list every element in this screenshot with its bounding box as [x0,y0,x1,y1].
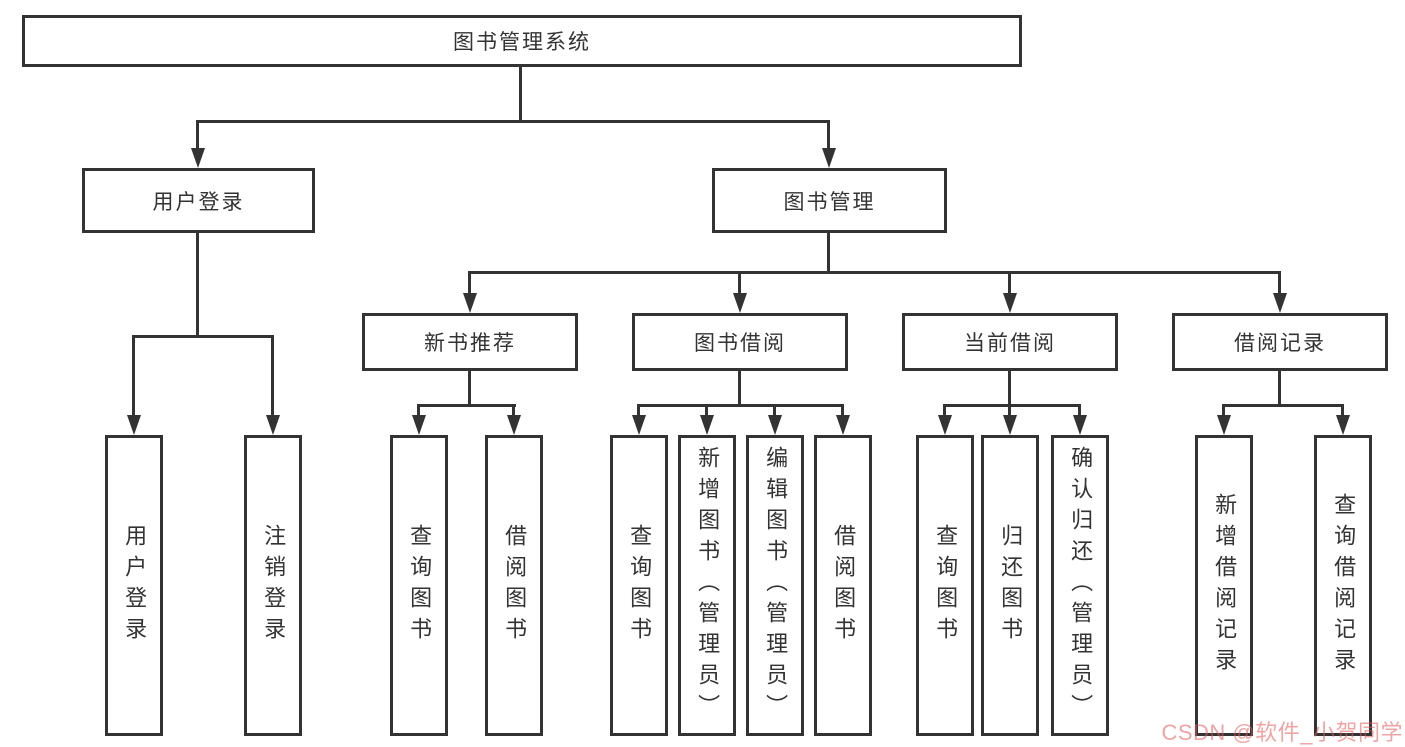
leaf-label: 归还图书 [998,523,1024,648]
edge-stub-leaf [1008,404,1011,419]
leaf-label: 注销登录 [261,523,287,648]
edge-book-management-branch [468,271,1281,274]
edge-stub-leaf [132,335,135,419]
edge-user-login-trunk [196,233,199,337]
edge-stub-leaf [271,335,274,419]
leaf-query-books: 查询图书 [390,435,448,736]
leaf-add-borrow-record: 新增借阅记录 [1195,435,1253,736]
arrowhead-icon [127,415,141,435]
edge-stub-leaf [773,404,776,419]
edge-stub-leaf [1341,404,1344,419]
node-new-book-recommendation: 新书推荐 [362,313,578,371]
arrowhead-icon [1003,415,1017,435]
arrowhead-icon [733,293,747,313]
arrowhead-icon [938,415,952,435]
edge-group-branch [637,404,844,407]
edge-stub-new-book [468,271,471,297]
leaf-borrow-books-2: 借阅图书 [814,435,872,736]
leaf-label: 新增图书（管理员） [695,446,721,725]
edge-stub-leaf [1222,404,1225,419]
arrowhead-icon [1336,415,1350,435]
edge-stub-leaf [1078,404,1081,419]
leaf-label: 查询图书 [627,523,653,648]
leaf-label: 查询图书 [407,523,433,648]
edge-group-trunk [738,371,741,406]
csdn-watermark: CSDN @软件_小贺同学 [1161,720,1403,745]
edge-group-trunk [468,371,471,406]
edge-stub-leaf [637,404,640,419]
node-current-borrowing: 当前借阅 [902,313,1118,371]
edge-stub-leaf [705,404,708,419]
leaf-label: 确认归还（管理员） [1068,446,1094,725]
node-library-management-system: 图书管理系统 [22,15,1022,67]
edge-root-branch [196,120,830,123]
edge-stub-leaf [943,404,946,419]
arrowhead-icon [632,415,646,435]
arrowhead-icon [191,148,205,168]
arrowhead-icon [700,415,714,435]
leaf-confirm-return-admin: 确认归还（管理员） [1051,435,1109,736]
arrowhead-icon [822,148,836,168]
arrowhead-icon [768,415,782,435]
edge-book-management-trunk [827,233,830,273]
node-book-management: 图书管理 [712,168,947,233]
leaf-label: 查询图书 [933,523,959,648]
leaf-return-books: 归还图书 [981,435,1039,736]
leaf-borrow-books: 借阅图书 [485,435,543,736]
edge-group-trunk [1008,371,1011,406]
leaf-label: 借阅图书 [831,523,857,648]
arrowhead-icon [1273,293,1287,313]
edge-group-branch [1222,404,1344,407]
edge-stub-user-login [196,120,199,152]
edge-stub-leaf [841,404,844,419]
leaf-logout: 注销登录 [244,435,302,736]
leaf-edit-books-admin: 编辑图书（管理员） [746,435,804,736]
leaf-label: 用户登录 [122,523,148,648]
node-label: 图书管理 [783,190,876,214]
leaf-query-books-2: 查询图书 [610,435,668,736]
arrowhead-icon [412,415,426,435]
arrowhead-icon [1073,415,1087,435]
leaf-label: 查询借阅记录 [1331,492,1357,679]
leaf-query-books-3: 查询图书 [916,435,974,736]
edge-stub-book-borrow [738,271,741,297]
edge-stub-borrow-records [1278,271,1281,297]
node-label: 图书借阅 [694,332,786,355]
arrowhead-icon [1003,293,1017,313]
edge-stub-leaf [417,404,420,419]
node-label: 当前借阅 [964,332,1056,355]
edge-group-branch [943,404,1081,407]
leaf-label: 借阅图书 [502,523,528,648]
node-user-login: 用户登录 [82,168,315,233]
leaf-user-login: 用户登录 [105,435,163,736]
arrowhead-icon [836,415,850,435]
node-label: 新书推荐 [424,332,516,355]
leaf-query-borrow-record: 查询借阅记录 [1314,435,1372,736]
leaf-add-books-admin: 新增图书（管理员） [678,435,736,736]
edge-group-branch [417,404,516,407]
arrowhead-icon [1217,415,1231,435]
node-label: 借阅记录 [1234,332,1326,355]
leaf-label: 编辑图书（管理员） [763,446,789,725]
arrowhead-icon [266,415,280,435]
node-book-borrowing: 图书借阅 [632,313,848,371]
node-borrowing-records: 借阅记录 [1172,313,1388,371]
arrowhead-icon [507,415,521,435]
edge-group-trunk [1278,371,1281,406]
edge-user-login-branch [132,335,274,338]
edge-stub-leaf [512,404,515,419]
node-label: 图书管理系统 [453,31,591,54]
leaf-label: 新增借阅记录 [1212,492,1238,679]
edge-stub-current-borrow [1008,271,1011,297]
edge-stub-book-management [827,120,830,152]
arrowhead-icon [463,293,477,313]
edge-root-trunk [519,67,522,123]
node-label: 用户登录 [152,190,245,214]
